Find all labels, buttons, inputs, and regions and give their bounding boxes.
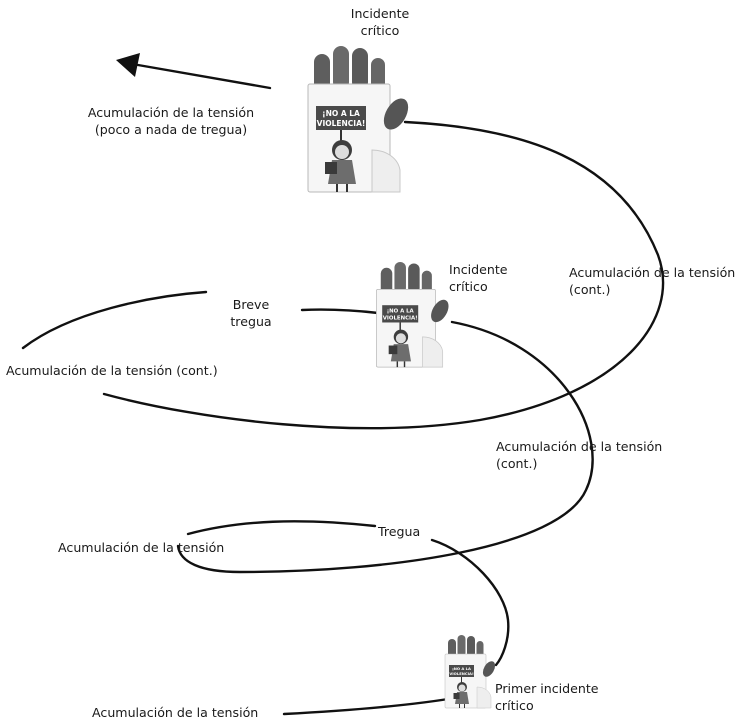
arrow-head-icon [116, 53, 140, 77]
label-line: crítico [449, 279, 488, 294]
label-line: Acumulación de la tensión [87, 105, 255, 120]
label-acumulacion-tension-bottom: Acumulación de la tensión [92, 704, 258, 721]
label-line: crítico [495, 698, 534, 713]
label-primer-incidente-critico: Primer incidente crítico [495, 680, 599, 714]
label-acumulacion-tension-right-lower: Acumulación de la tensión (cont.) [496, 438, 662, 472]
label-incidente-critico-top: Incidente crítico [343, 5, 417, 39]
sign-text-line2: VIOLENCIA! [383, 316, 418, 322]
label-line: (cont.) [496, 456, 538, 471]
spiral-mid-left-arc [21, 290, 208, 350]
raised-hand-bottom-icon: ¡NO A LA VIOLENCIA! [444, 634, 499, 709]
label-line: Acumulación de la tensión [58, 540, 225, 555]
spiral-mid-loop [176, 320, 594, 574]
label-line: Acumulación de la tensión [569, 265, 736, 280]
label-tregua: Tregua [378, 523, 420, 540]
sign-text-line1: ¡NO A LA [387, 308, 415, 314]
spiral-top-loop [102, 120, 665, 430]
spiral-bottom-tail [282, 695, 462, 716]
label-line: Acumulación de la tensión [92, 705, 259, 720]
sign-text-line2: VIOLENCIA! [317, 119, 366, 128]
label-line: crítico [360, 23, 400, 38]
label-line: Tregua [378, 524, 421, 539]
label-acumulacion-tension-left-lower: Acumulación de la tensión [58, 539, 224, 556]
label-line: Primer incidente [495, 681, 599, 696]
label-line: Incidente [449, 262, 508, 277]
spiral-lower-loop [430, 538, 510, 667]
label-acumulacion-tension-left-mid: Acumulación de la tensión (cont.) [6, 362, 218, 379]
label-line: Acumulación de la tensión [496, 439, 663, 454]
sign-text-line2: VIOLENCIA! [449, 672, 474, 676]
arrow-shaft [136, 63, 272, 90]
label-line: Acumulación de la tensión (cont.) [6, 363, 218, 378]
label-breve-tregua: Breve tregua [218, 296, 284, 330]
raised-hand-top-icon: ¡NO A LA VIOLENCIA! [307, 45, 415, 193]
label-line: Breve [232, 297, 270, 312]
spiral-lower-left-arc [186, 520, 377, 536]
label-line: tregua [230, 314, 272, 329]
label-incidente-critico-mid: Incidente crítico [449, 261, 508, 295]
label-acumulacion-tension-top: Acumulación de la tensión (poco a nada d… [76, 104, 266, 138]
sign-text-line1: ¡NO A LA [322, 109, 360, 118]
raised-hand-mid-icon: ¡NO A LA VIOLENCIA! [375, 261, 453, 368]
label-line: Incidente [350, 6, 410, 21]
spiral-mid-tregua-line [300, 308, 380, 315]
label-line: (cont.) [569, 282, 611, 297]
sign-text-line1: ¡NO A LA [452, 667, 471, 671]
label-line: (poco a nada de tregua) [94, 122, 248, 137]
label-acumulacion-tension-right-upper: Acumulación de la tensión (cont.) [569, 264, 735, 298]
